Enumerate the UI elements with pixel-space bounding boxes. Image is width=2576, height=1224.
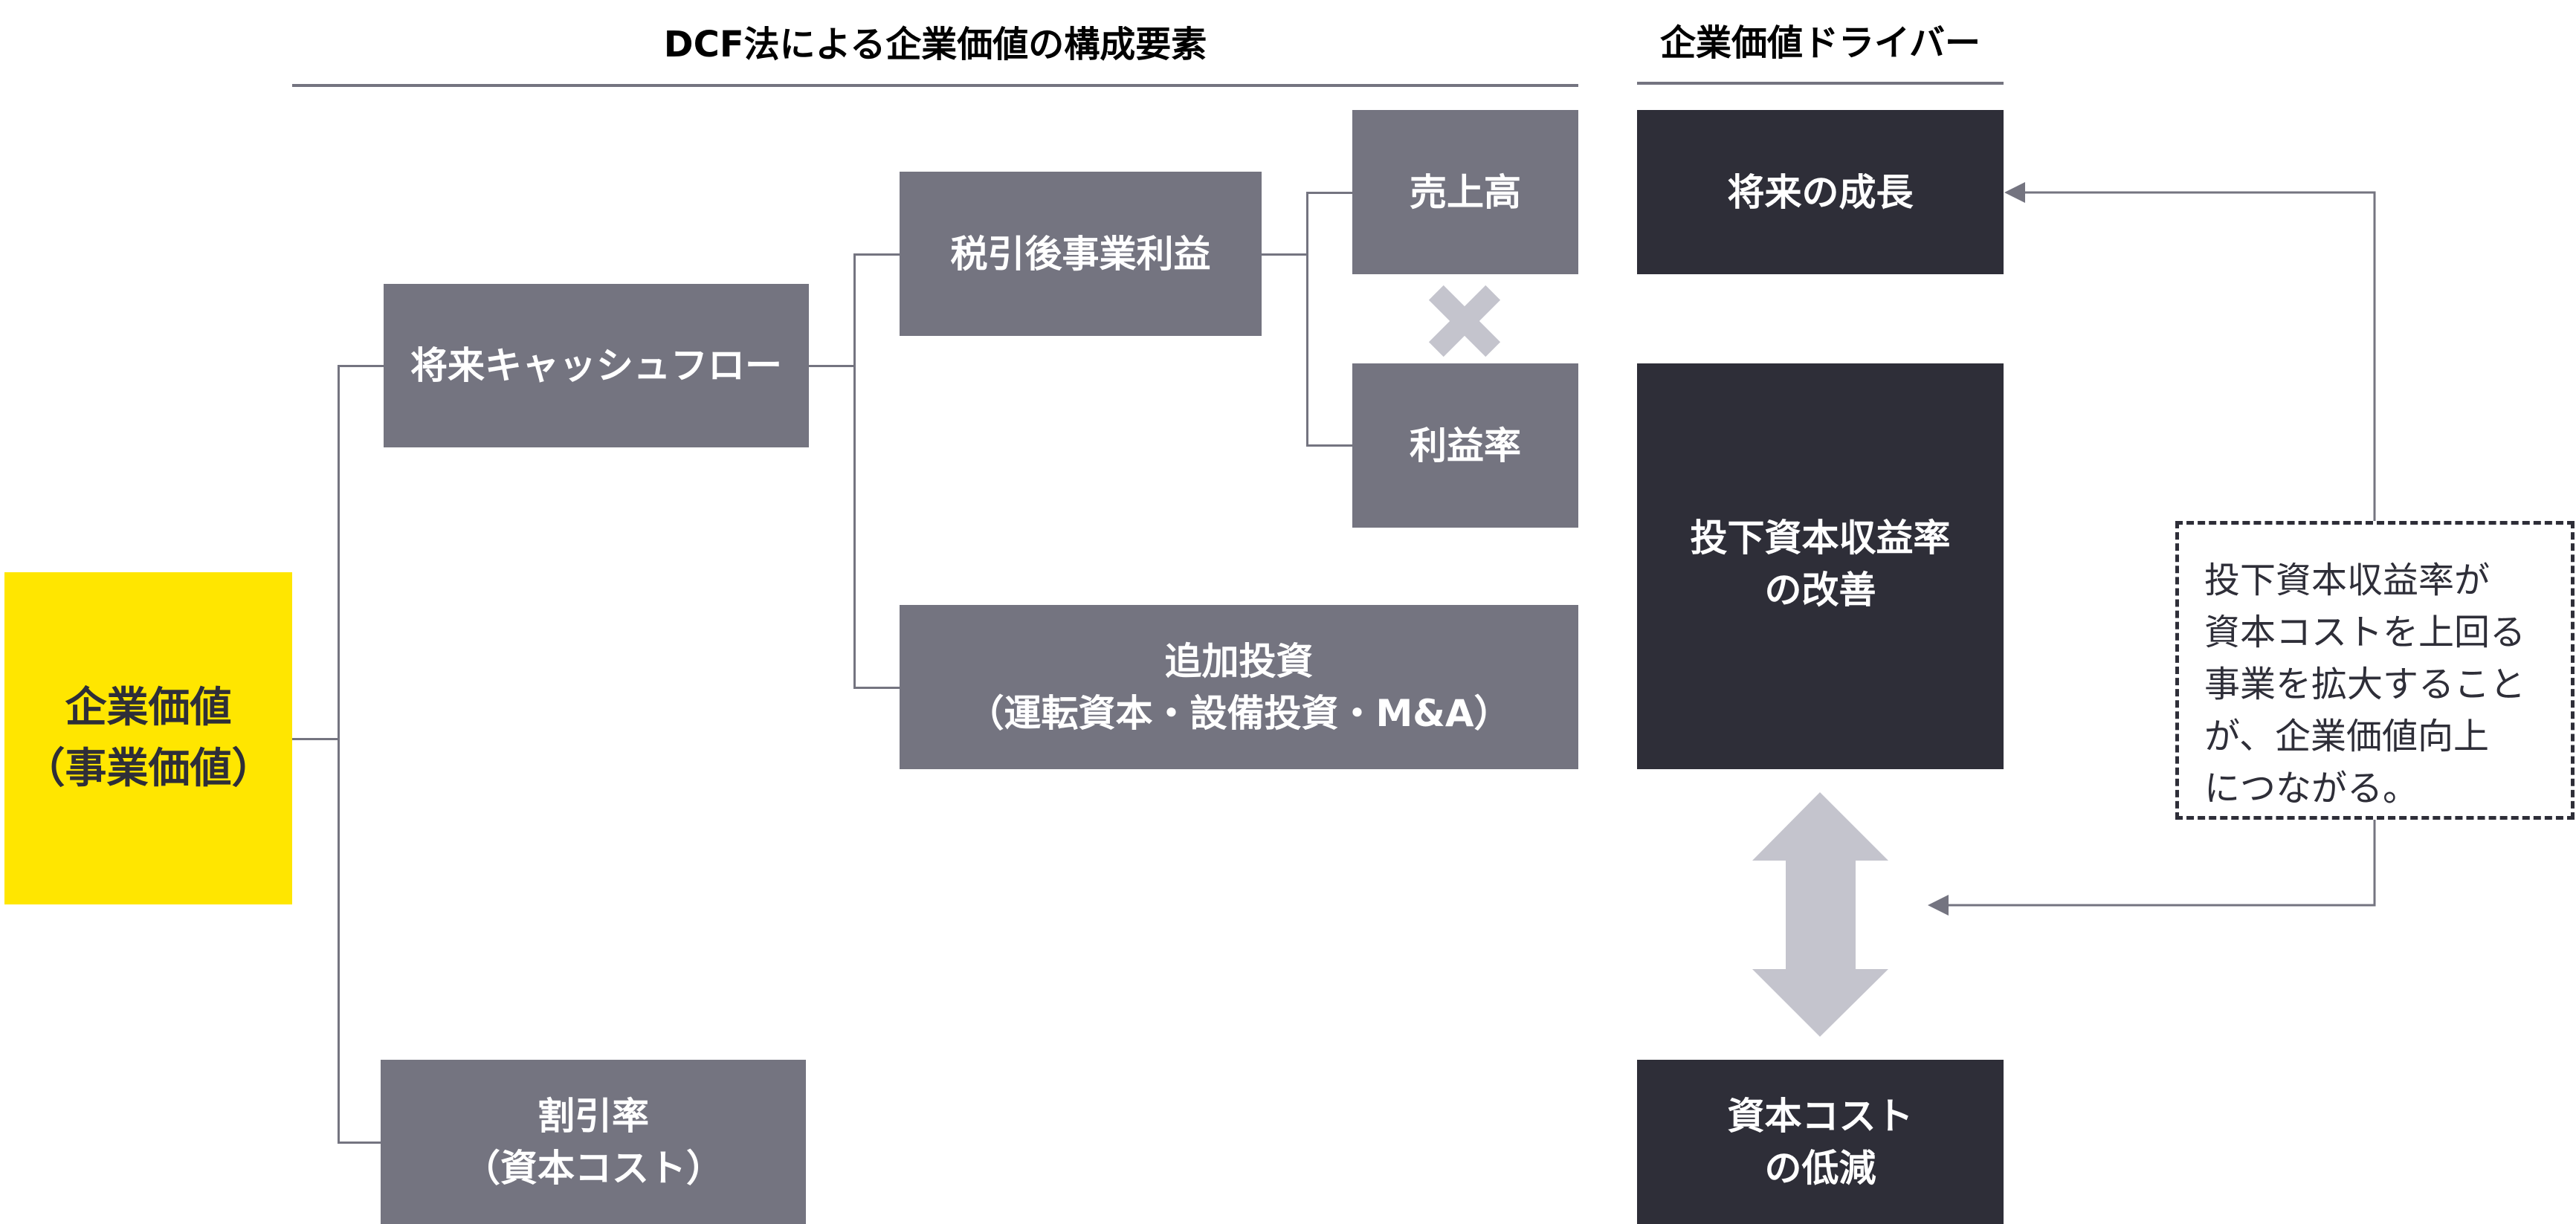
driver-cost-of-capital-reduction: 資本コスト の低減 xyxy=(1637,1060,2004,1224)
multiply-icon xyxy=(1428,285,1501,357)
connector xyxy=(809,365,855,367)
node-profit-margin: 利益率 xyxy=(1352,363,1578,528)
arrowhead-left-icon xyxy=(1928,895,1949,916)
connector xyxy=(338,365,384,367)
arrow-to-future-growth xyxy=(2022,191,2376,521)
double-arrow-icon xyxy=(1752,792,1888,1037)
driver-future-growth: 将来の成長 xyxy=(1637,110,2004,274)
node-enterprise-value: 企業価値 （事業価値） xyxy=(4,572,292,904)
connector xyxy=(338,366,340,1144)
connector xyxy=(1306,444,1352,447)
connector xyxy=(338,1142,381,1144)
connector xyxy=(853,253,900,256)
arrow-to-cost-of-capital-balance xyxy=(1946,819,2376,907)
connector xyxy=(1306,192,1352,194)
connector xyxy=(1306,192,1308,447)
header-dcf-components: DCF法による企業価値の構成要素 xyxy=(663,24,1207,65)
node-nopat: 税引後事業利益 xyxy=(900,172,1262,336)
node-discount-rate: 割引率 （資本コスト） xyxy=(381,1060,806,1224)
connector xyxy=(853,253,856,689)
connector xyxy=(853,687,900,689)
node-sales: 売上高 xyxy=(1352,110,1578,274)
connector xyxy=(1262,253,1308,256)
node-future-cash-flow: 将来キャッシュフロー xyxy=(384,284,809,447)
connector xyxy=(292,738,339,740)
header-rule-right xyxy=(1637,82,2004,85)
note-callout: 投下資本収益率が 資本コストを上回る 事業を拡大すること が、企業価値向上 につ… xyxy=(2175,521,2575,820)
arrowhead-left-icon xyxy=(2004,182,2025,203)
driver-roic-improvement: 投下資本収益率 の改善 xyxy=(1637,363,2004,769)
header-rule-left xyxy=(292,84,1578,87)
header-value-drivers: 企業価値ドライバー xyxy=(1659,22,1981,64)
node-additional-investment: 追加投資 （運転資本・設備投資・M&A） xyxy=(900,605,1578,769)
